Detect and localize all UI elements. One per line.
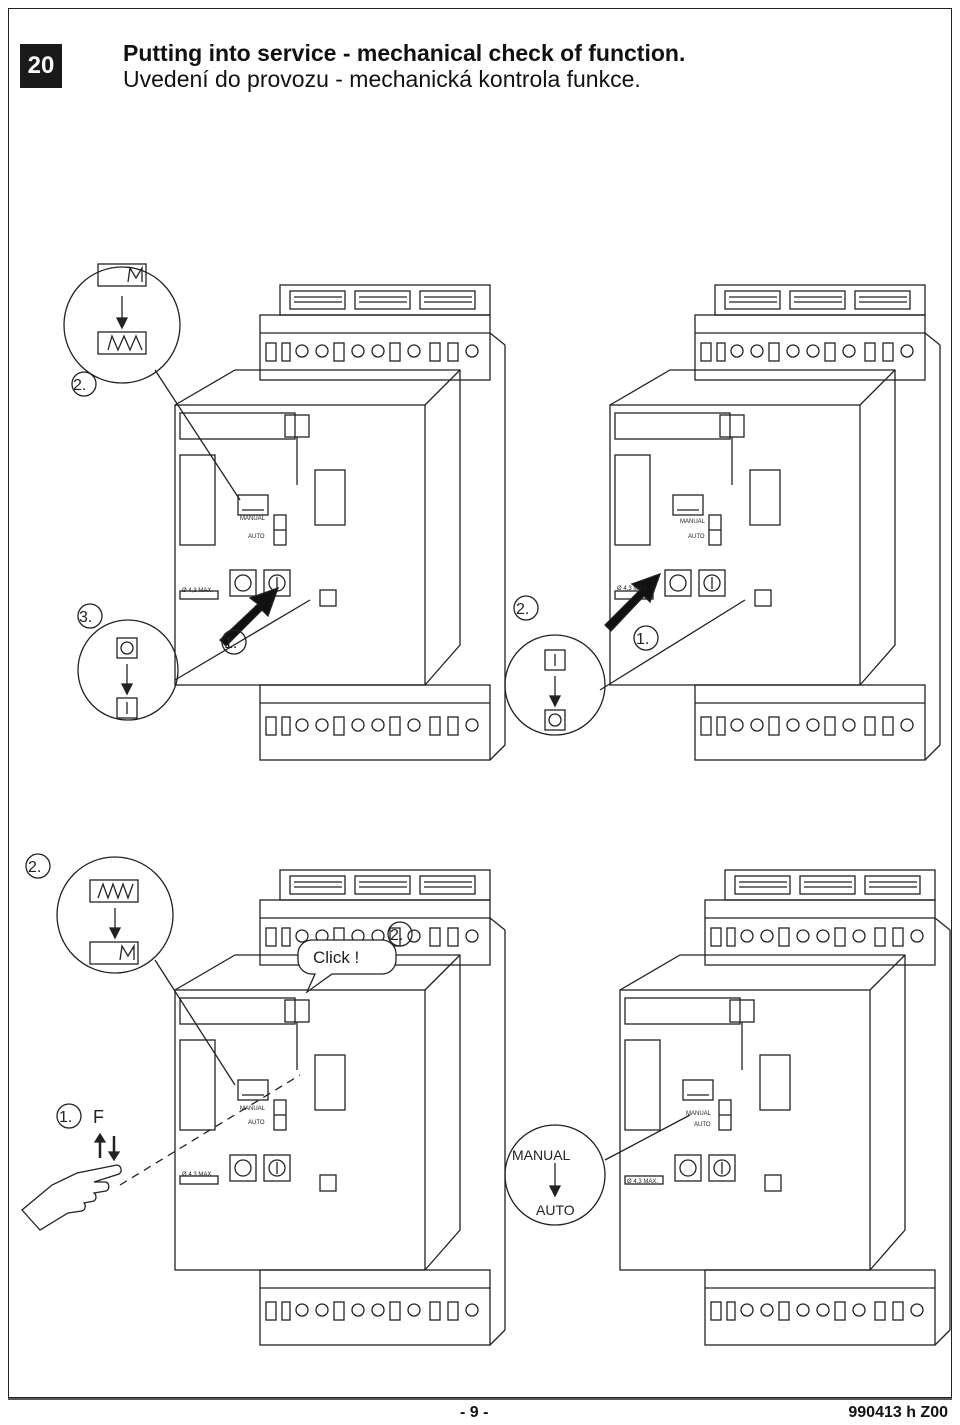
label-step3: 3. [79, 609, 92, 626]
label-auto: AUTO [536, 1202, 575, 1218]
arrow-down-icon [115, 317, 129, 330]
label-step2-c: 2. [28, 859, 41, 876]
breaker-illustration-2 [609, 284, 941, 761]
callout-spring-discharge [56, 856, 174, 974]
panel-manual-2: MANUAL [680, 519, 706, 525]
arrow-up-icon [93, 1132, 107, 1143]
title-czech: Uvedení do provozu - mechanická kontrola… [123, 66, 641, 92]
push-arrow-1 [219, 586, 280, 647]
label-step1-b: 1. [636, 631, 649, 648]
breaker-illustration-1 [174, 284, 506, 761]
spring-charged-icon [97, 331, 147, 355]
label-step1-a: 1. [224, 635, 237, 652]
spring-discharged-icon [97, 263, 147, 287]
label-manual: MANUAL [512, 1147, 571, 1163]
panel-auto-2: AUTO [688, 534, 705, 540]
document-code: 990413 h Z00 [848, 1404, 948, 1421]
page-frame [8, 8, 952, 1398]
arrow-down-icon-4 [548, 695, 562, 708]
arrow-down-icon-6 [548, 1185, 562, 1198]
arrow-down-icon-2 [108, 927, 122, 940]
pointing-hand-icon [21, 1164, 122, 1231]
breaker-illustration-4 [619, 869, 951, 1346]
title-english: Putting into service - mechanical check … [123, 40, 686, 66]
panel-auto-4: AUTO [694, 1122, 711, 1128]
symbol-on-box-2 [544, 649, 566, 671]
label-step2-b: 2. [516, 601, 529, 618]
click-speech-bubble [297, 939, 397, 994]
callout-manual-auto [504, 1124, 606, 1226]
label-step2-a: 2. [73, 377, 86, 394]
page-number: - 9 - [460, 1404, 489, 1421]
spring-charged-icon-2 [89, 879, 139, 903]
spring-discharged-icon-2 [89, 941, 139, 965]
lock-spec-1: Ø 4,3 MAX. [182, 588, 213, 594]
lock-spec-4: Ø 4,3 MAX. [627, 1179, 658, 1185]
symbol-on-box [116, 697, 138, 719]
panel-manual-4: MANUAL [686, 1111, 712, 1117]
symbol-off-box [116, 637, 138, 659]
lock-spec-3: Ø 4,3 MAX. [182, 1172, 213, 1178]
callout-on-off-3 [77, 619, 179, 721]
callout-spring-charge [63, 266, 181, 384]
symbol-off-box-2 [544, 709, 566, 731]
click-label: Click ! [313, 948, 359, 967]
panel-manual-1: MANUAL [240, 516, 266, 522]
panel-auto-1: AUTO [248, 534, 265, 540]
panel-manual-3: MANUAL [240, 1106, 266, 1112]
callout-on-off-2 [504, 634, 606, 736]
step-number-badge: 20 [20, 44, 62, 88]
label-step1-c: 1. [59, 1109, 72, 1126]
label-step2-d: 2. [390, 927, 403, 944]
panel-auto-3: AUTO [248, 1120, 265, 1126]
footer-rule [8, 1398, 952, 1400]
arrow-down-icon-5 [107, 1151, 121, 1162]
label-key-f: F [93, 1107, 104, 1127]
lock-spec-2: Ø 4,3 MAX. [617, 586, 648, 592]
arrow-down-icon-3 [120, 683, 134, 696]
push-arrow-2 [604, 572, 662, 632]
